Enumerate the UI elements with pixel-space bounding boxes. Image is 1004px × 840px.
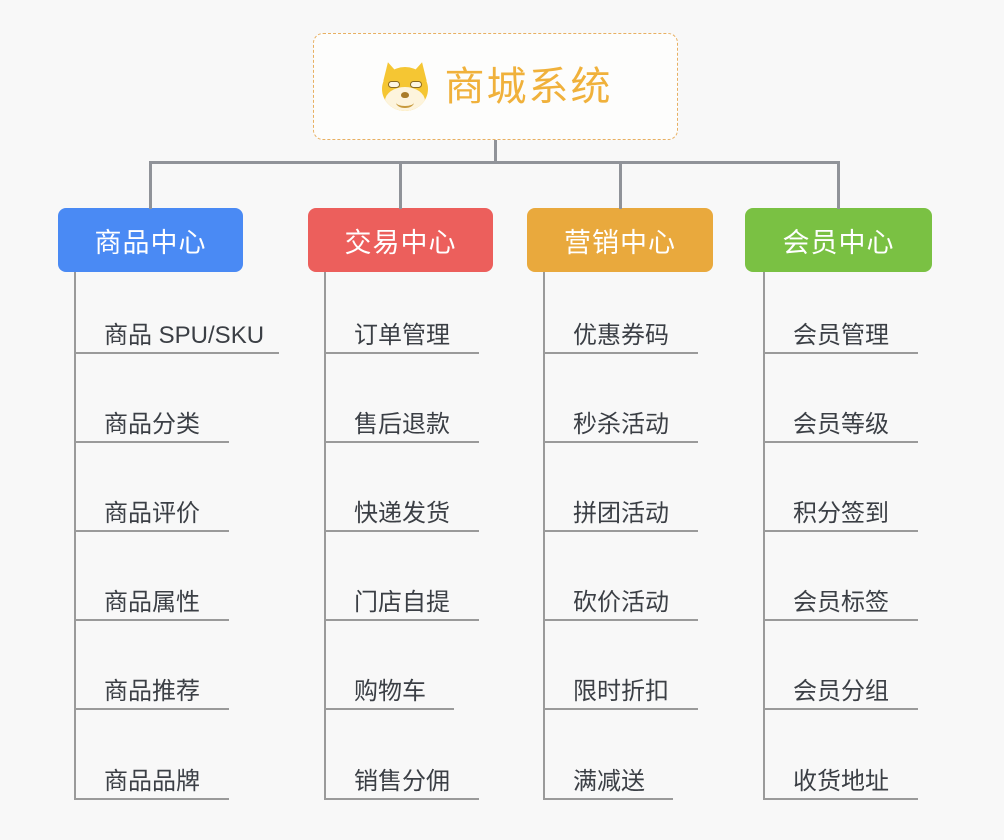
leaf-label: 商品品牌: [104, 767, 200, 795]
leaf-label: 积分签到: [793, 499, 889, 527]
leaf-item[interactable]: 优惠券码: [543, 314, 698, 354]
root-stem-connector: [494, 140, 497, 164]
leaf-item[interactable]: 商品分类: [74, 403, 229, 443]
leaf-item[interactable]: 秒杀活动: [543, 403, 698, 443]
leaf-item[interactable]: 商品推荐: [74, 670, 229, 710]
leaf-label: 快递发货: [354, 499, 450, 527]
leaf-item[interactable]: 收货地址: [763, 760, 918, 800]
leaf-label: 门店自提: [354, 588, 450, 616]
leaf-label: 商品推荐: [104, 677, 200, 705]
leaf-item[interactable]: 门店自提: [324, 581, 479, 621]
shiba-dog-icon: [378, 59, 431, 112]
leaf-item[interactable]: 订单管理: [324, 314, 479, 354]
leaf-label: 商品分类: [104, 410, 200, 438]
drop-connector-product-center: [149, 161, 152, 209]
leaf-label: 会员等级: [793, 410, 889, 438]
leaf-item[interactable]: 会员管理: [763, 314, 918, 354]
category-title: 交易中心: [344, 227, 457, 258]
leaf-item[interactable]: 会员分组: [763, 670, 918, 710]
root-title: 商城系统: [444, 64, 613, 109]
trunk-line-member-center: [763, 272, 765, 800]
leaf-label: 会员标签: [793, 588, 889, 616]
root-node[interactable]: 商城系统: [313, 33, 678, 140]
leaf-item[interactable]: 商品评价: [74, 492, 229, 532]
leaf-item[interactable]: 售后退款: [324, 403, 479, 443]
leaf-item[interactable]: 砍价活动: [543, 581, 698, 621]
leaf-item[interactable]: 购物车: [324, 670, 454, 710]
leaf-label: 购物车: [354, 677, 426, 705]
leaf-item[interactable]: 会员等级: [763, 403, 918, 443]
drop-connector-member-center: [837, 161, 840, 209]
leaf-label: 销售分佣: [354, 767, 450, 795]
leaf-label: 拼团活动: [573, 499, 669, 527]
leaf-label: 限时折扣: [573, 677, 669, 705]
leaf-label: 商品属性: [104, 588, 200, 616]
leaf-item[interactable]: 拼团活动: [543, 492, 698, 532]
leaf-item[interactable]: 快递发货: [324, 492, 479, 532]
leaf-label: 商品评价: [104, 499, 200, 527]
leaf-label: 收货地址: [793, 767, 889, 795]
leaf-item[interactable]: 商品 SPU/SKU: [74, 314, 279, 354]
leaf-label: 秒杀活动: [573, 410, 669, 438]
leaf-label: 会员管理: [793, 321, 889, 349]
leaf-item[interactable]: 销售分佣: [324, 760, 479, 800]
category-title: 营销中心: [564, 227, 676, 258]
category-box-trade-center[interactable]: 交易中心: [308, 208, 493, 272]
category-box-member-center[interactable]: 会员中心: [745, 208, 932, 272]
leaf-item[interactable]: 商品属性: [74, 581, 229, 621]
leaf-label: 售后退款: [354, 410, 450, 438]
category-title: 会员中心: [782, 227, 895, 258]
leaf-item[interactable]: 满减送: [543, 760, 673, 800]
leaf-item[interactable]: 积分签到: [763, 492, 918, 532]
leaf-item[interactable]: 限时折扣: [543, 670, 698, 710]
leaf-label: 订单管理: [354, 321, 450, 349]
leaf-label: 砍价活动: [573, 588, 669, 616]
leaf-label: 商品 SPU/SKU: [104, 321, 265, 349]
leaf-label: 优惠券码: [573, 321, 669, 349]
trunk-line-marketing-center: [543, 272, 545, 800]
trunk-line-product-center: [74, 272, 76, 800]
category-box-marketing-center[interactable]: 营销中心: [527, 208, 713, 272]
horizontal-bus-connector: [149, 161, 839, 164]
leaf-item[interactable]: 会员标签: [763, 581, 918, 621]
category-box-product-center[interactable]: 商品中心: [58, 208, 243, 272]
trunk-line-trade-center: [324, 272, 326, 800]
leaf-item[interactable]: 商品品牌: [74, 760, 229, 800]
drop-connector-trade-center: [399, 161, 402, 209]
leaf-label: 满减送: [573, 767, 645, 795]
drop-connector-marketing-center: [618, 161, 622, 209]
leaf-label: 会员分组: [793, 677, 889, 705]
category-title: 商品中心: [94, 227, 207, 258]
